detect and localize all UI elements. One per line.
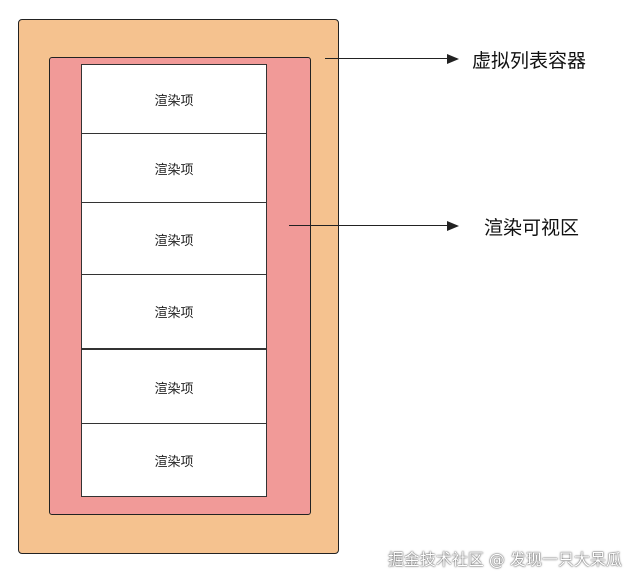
- visible-area-callout-label: 渲染可视区: [484, 217, 580, 239]
- visible-area-callout-arrow: [289, 220, 459, 231]
- render-item-label: 渲染项: [154, 233, 194, 249]
- render-item-3: 渲染项: [81, 202, 267, 276]
- render-item-label: 渲染项: [154, 94, 194, 109]
- render-item-4: 渲染项: [81, 274, 267, 349]
- render-item-2: 渲染项: [81, 133, 267, 204]
- render-item-5: 渲染项: [81, 349, 267, 425]
- watermark: 掘金技术社区 @ 发现一只大呆瓜: [387, 550, 622, 569]
- render-item-label: 渲染项: [154, 381, 194, 397]
- container-callout-arrow: [325, 53, 459, 64]
- render-item-label: 渲染项: [154, 163, 194, 178]
- render-item-label: 渲染项: [154, 306, 194, 321]
- container-callout-label: 虚拟列表容器: [472, 50, 587, 72]
- render-item-1: 渲染项: [81, 64, 267, 135]
- render-item-label: 渲染项: [154, 454, 194, 470]
- render-item-6: 渲染项: [81, 423, 267, 497]
